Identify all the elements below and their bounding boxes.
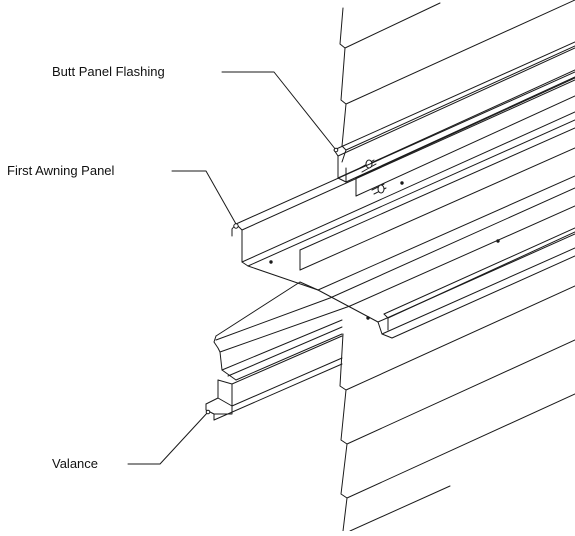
label-first-awning-panel: First Awning Panel bbox=[7, 163, 115, 178]
leader-first-awning-panel bbox=[171, 170, 237, 225]
label-valance: Valance bbox=[52, 456, 99, 471]
leader-butt-panel-flashing bbox=[221, 71, 337, 151]
valance bbox=[205, 335, 343, 421]
flashing-screw-upper bbox=[359, 159, 377, 173]
leader-lines bbox=[127, 71, 339, 465]
first-awning-panel bbox=[231, 71, 575, 339]
butt-panel-flashing bbox=[333, 41, 575, 197]
awning-panel-run bbox=[213, 281, 351, 381]
leader-valance bbox=[127, 411, 209, 465]
wall-siding bbox=[339, 0, 575, 532]
flashing-screw-lower bbox=[371, 183, 387, 195]
label-butt-panel-flashing: Butt Panel Flashing bbox=[52, 64, 165, 79]
